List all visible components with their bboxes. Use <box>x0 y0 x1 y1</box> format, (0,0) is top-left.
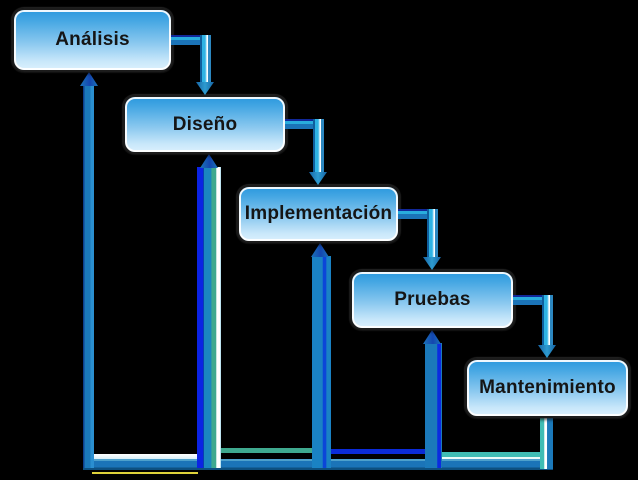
connector-diseno-to-implementacion-vertical <box>313 119 324 172</box>
stage-box-implementacion: Implementación <box>237 185 400 243</box>
connector-implementacion-to-pruebas-horizontal <box>398 209 438 219</box>
stage-label-mantenimiento: Mantenimiento <box>479 377 616 398</box>
arrow-up-icon <box>80 72 98 86</box>
connector-diseno-to-implementacion-horizontal <box>285 119 324 129</box>
arrow-down-icon <box>309 172 327 185</box>
stage-label-analisis: Análisis <box>55 29 130 50</box>
stage-label-pruebas: Pruebas <box>394 289 471 310</box>
connector-pruebas-to-mantenimiento-vertical <box>542 295 553 345</box>
artifact-yellow-line <box>92 472 198 474</box>
arrow-up-icon <box>311 243 329 257</box>
feedback-bus-highlight <box>94 454 197 459</box>
feedback-riser-diseno <box>197 167 221 468</box>
connector-analisis-to-diseno-horizontal <box>171 35 211 45</box>
feedback-riser-analisis <box>83 85 94 468</box>
arrow-down-icon <box>538 345 556 358</box>
stage-label-diseno: Diseño <box>172 113 238 135</box>
stage-box-diseno: Diseño <box>123 95 287 154</box>
stage-box-pruebas: Pruebas <box>350 270 515 330</box>
connector-pruebas-to-mantenimiento-horizontal <box>513 295 553 305</box>
arrow-down-icon <box>196 82 214 95</box>
connector-implementacion-to-pruebas-vertical <box>427 209 438 257</box>
feedback-riser-implementacion <box>312 256 331 468</box>
stage-label-implementacion: Implementación <box>244 203 393 224</box>
feedback-line-green <box>221 448 312 453</box>
arrow-up-icon <box>423 330 441 344</box>
stage-box-analisis: Análisis <box>12 8 173 72</box>
stage-box-mantenimiento: Mantenimiento <box>465 358 630 418</box>
feedback-riser-pruebas <box>425 343 442 468</box>
feedback-line-navy <box>331 449 425 454</box>
feedback-drop-mantenimiento <box>540 418 553 469</box>
connector-analisis-to-diseno-vertical <box>200 35 211 82</box>
feedback-line-teal <box>442 452 540 459</box>
arrow-down-icon <box>423 257 441 270</box>
arrow-up-icon <box>200 154 218 168</box>
